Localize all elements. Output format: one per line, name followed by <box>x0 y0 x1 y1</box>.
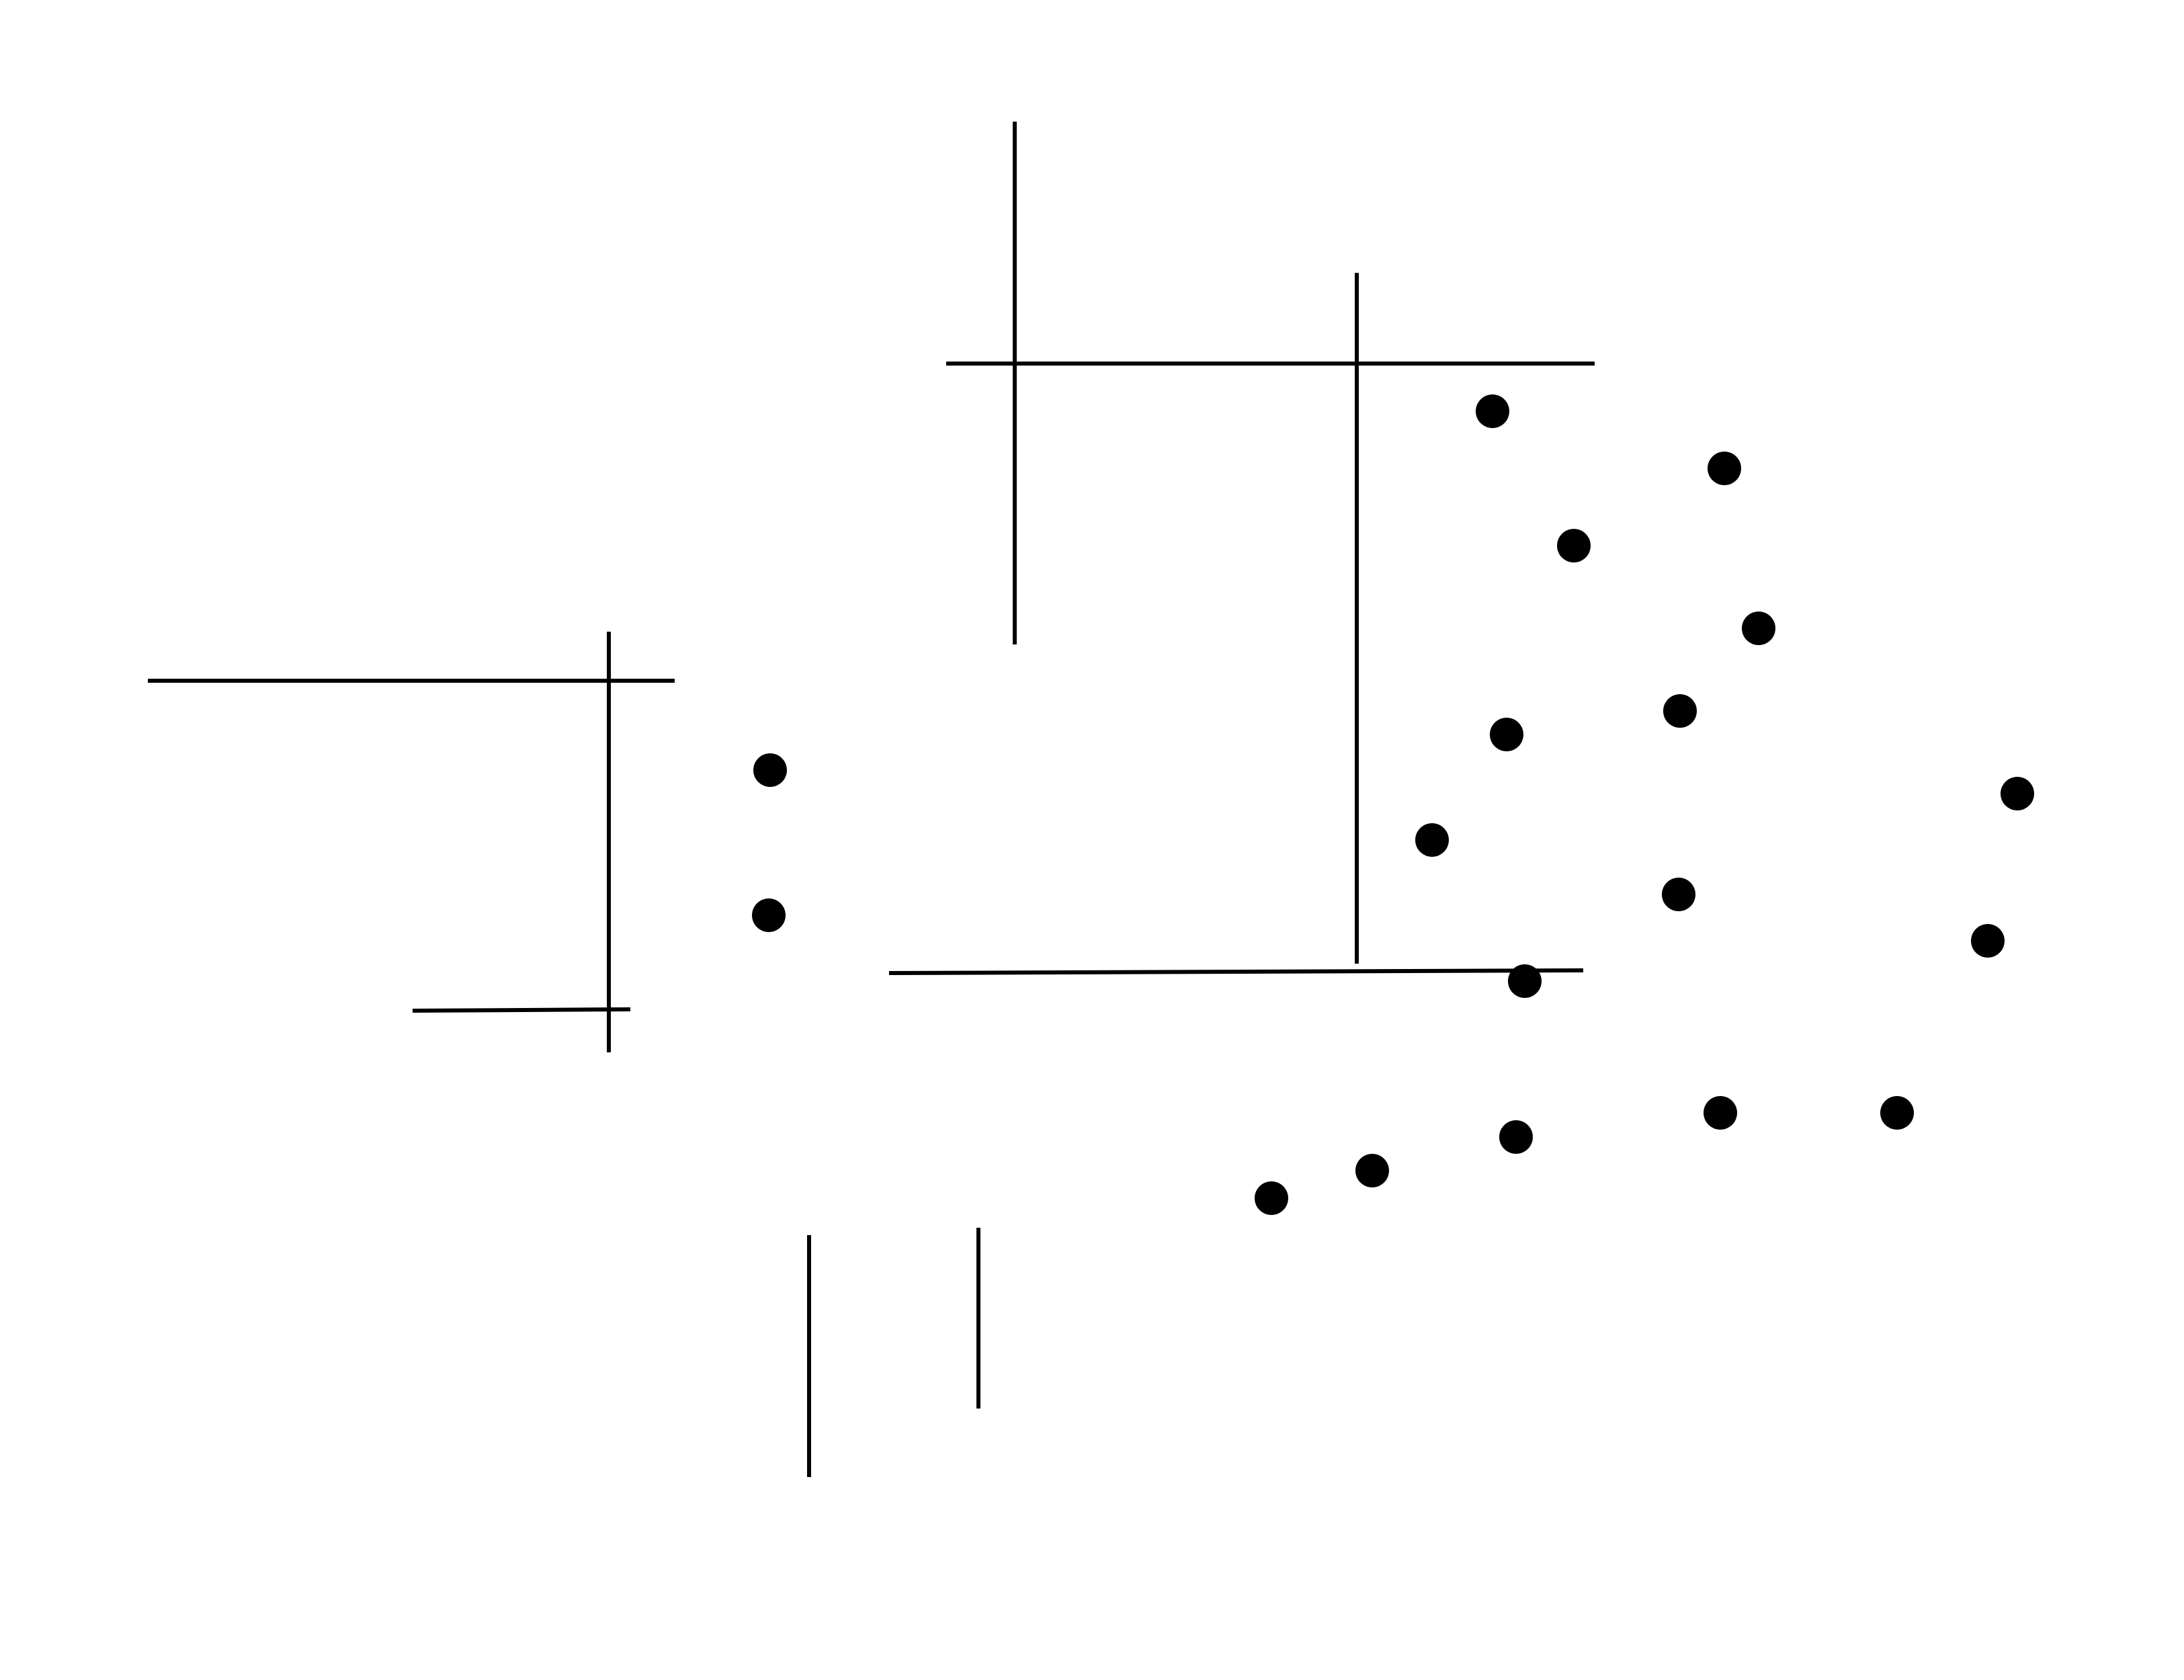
point-14 <box>1704 1096 1737 1130</box>
point-15 <box>1880 1096 1914 1130</box>
point-17 <box>1355 1154 1389 1187</box>
point-7 <box>753 753 787 787</box>
point-1 <box>1476 394 1509 428</box>
point-16 <box>1499 1120 1533 1154</box>
point-18 <box>1255 1181 1288 1215</box>
segment-h-left-lower <box>412 1007 631 1013</box>
point-10 <box>1662 878 1695 911</box>
point-6 <box>1490 718 1523 751</box>
point-9 <box>1415 823 1449 857</box>
point-12 <box>1971 924 2005 958</box>
point-8 <box>2001 777 2034 810</box>
points-group <box>752 394 2034 1215</box>
point-3 <box>1557 529 1591 562</box>
point-13 <box>1508 964 1542 998</box>
point-2 <box>1708 452 1741 485</box>
point-4 <box>1742 612 1775 645</box>
point-5 <box>1663 694 1697 728</box>
point-11 <box>752 898 786 932</box>
segment-h-middle <box>888 968 1584 975</box>
line-segments-group <box>148 122 1595 1477</box>
